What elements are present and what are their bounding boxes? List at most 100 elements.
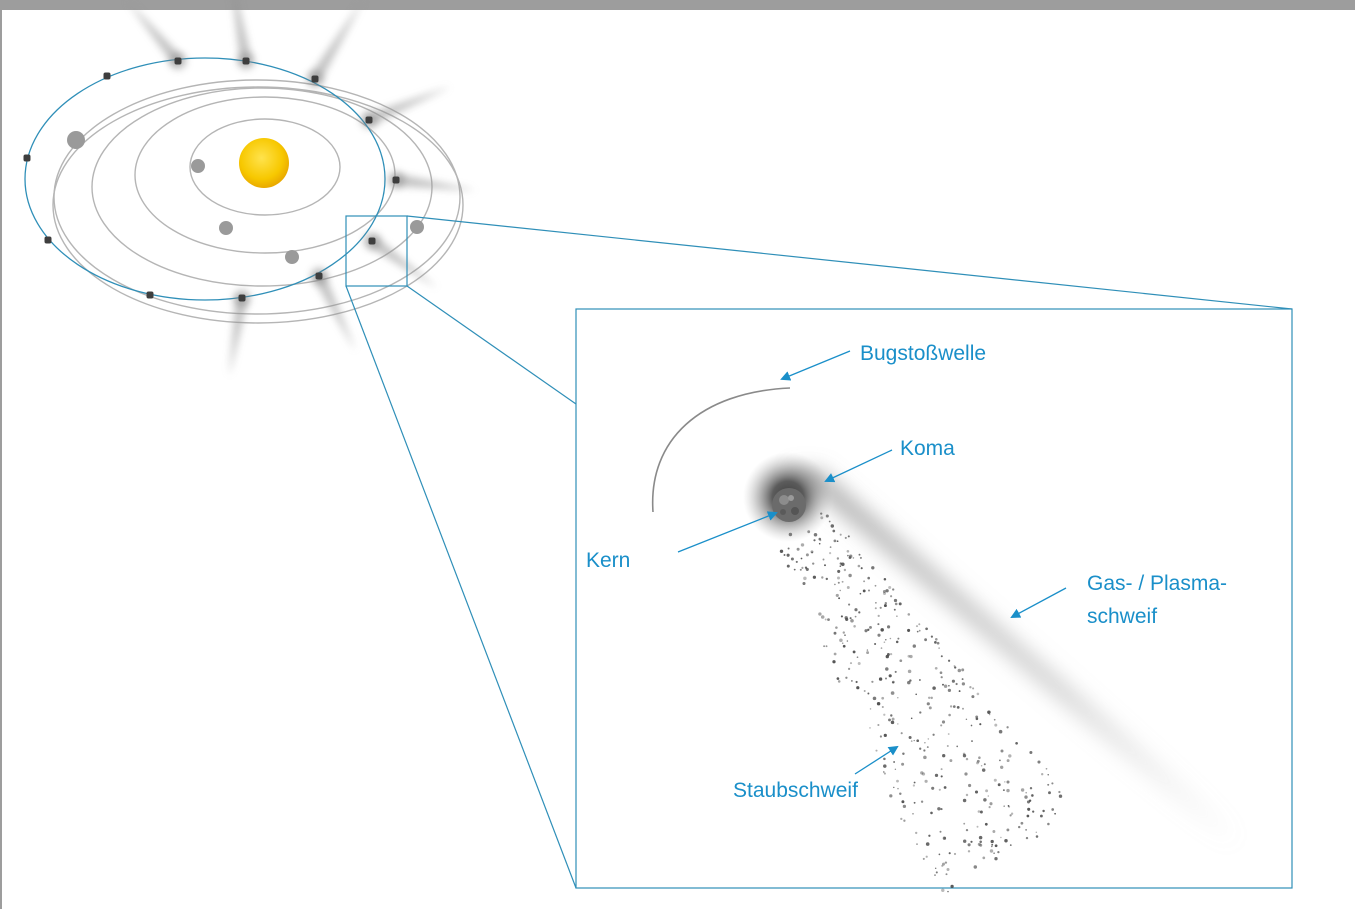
dust-particle	[992, 830, 996, 833]
comet-icon	[146, 291, 154, 299]
dust-particle	[1000, 765, 1004, 769]
dust-particle	[843, 568, 847, 572]
dust-particle	[1041, 773, 1044, 776]
dust-particle	[897, 723, 899, 725]
comet-positions	[23, 0, 477, 377]
dust-particle	[1007, 805, 1010, 807]
dust-particle	[915, 625, 919, 628]
dust-particle	[874, 584, 877, 587]
comet-tail	[366, 86, 452, 126]
dust-particle	[999, 759, 1001, 762]
dust-particle	[962, 707, 964, 710]
dust-particle	[943, 836, 947, 840]
dust-particle	[839, 638, 843, 643]
zoom-source-box	[345, 215, 408, 287]
dust-particle	[869, 708, 872, 710]
dust-particle	[928, 706, 932, 710]
dust-particle	[842, 631, 845, 634]
dust-particle	[857, 662, 861, 665]
dust-particle	[963, 839, 967, 843]
dust-particle	[946, 868, 950, 871]
dust-particle	[949, 705, 953, 708]
dust-particle	[877, 723, 880, 727]
dust-particle	[961, 682, 966, 686]
dust-particle	[947, 733, 950, 735]
dust-particle	[1029, 786, 1033, 790]
dust-particle	[825, 577, 828, 581]
dust-particle	[934, 874, 936, 876]
dust-particle	[940, 724, 943, 727]
bow-shock-arrow	[780, 350, 851, 381]
dust-particle	[927, 738, 930, 740]
dust-particle	[1058, 794, 1063, 798]
dust-particle	[883, 764, 887, 768]
dust-particle	[847, 554, 849, 557]
planet-icon	[67, 131, 85, 149]
dust-particle	[946, 744, 949, 748]
comet-tail	[309, 0, 364, 83]
bow-shock-arc	[651, 387, 791, 513]
dust-particle	[887, 625, 891, 629]
dust-particle	[979, 810, 983, 814]
dust-particle	[935, 638, 938, 641]
dust-particle	[835, 626, 838, 629]
dust-particle	[976, 759, 980, 763]
dust-particle	[804, 566, 808, 569]
dust-particle	[839, 565, 842, 567]
dust-particle	[971, 695, 975, 699]
dust-particle	[855, 680, 858, 684]
dust-particle	[874, 607, 877, 610]
dust-particle	[970, 724, 973, 727]
dust-particle	[837, 581, 840, 584]
dust-particle	[1004, 781, 1006, 783]
dust-particle	[1024, 795, 1028, 799]
dust-particle	[944, 861, 948, 864]
dust-particle	[942, 862, 945, 866]
comet-tail	[233, 0, 252, 63]
dust-particle	[895, 640, 899, 644]
dust-particle	[892, 588, 895, 591]
dust-particle	[983, 798, 987, 802]
dust-particle	[877, 614, 880, 618]
dust-particle	[1058, 790, 1061, 794]
dust-particle	[848, 556, 852, 559]
dust-particle	[907, 628, 911, 632]
dust-particle	[901, 800, 905, 804]
nucleus-arrow	[677, 511, 778, 553]
gas-plasma-tail	[790, 470, 1240, 845]
dust-particle	[859, 556, 862, 559]
dust-particle	[848, 573, 852, 578]
dust-particle	[820, 615, 825, 619]
dust-particle	[848, 603, 851, 606]
dust-particle	[893, 598, 898, 603]
dust-particle	[913, 781, 916, 784]
dust-particle	[837, 576, 840, 580]
dust-particle	[1028, 799, 1032, 802]
dust-particle	[935, 871, 938, 874]
dust-particle	[918, 629, 921, 632]
dust-particle	[1047, 774, 1049, 776]
dust-particle	[1039, 814, 1043, 818]
dust-particle	[937, 807, 941, 811]
dust-particle	[947, 659, 951, 662]
planet-icon	[219, 221, 233, 235]
dust-particle	[889, 794, 893, 798]
dust-particle	[888, 585, 892, 590]
bow-shock-label: Bugstoßwelle	[860, 342, 986, 365]
dust-particle	[934, 641, 937, 644]
dust-particle	[849, 662, 853, 665]
dust-particle	[923, 755, 927, 760]
dust-particle	[846, 640, 849, 642]
dust-particle	[953, 852, 957, 856]
dust-particle	[854, 608, 858, 612]
dust-particle	[812, 562, 815, 565]
dust-particle	[1006, 759, 1010, 763]
dust-particle	[793, 568, 796, 571]
dust-particle	[948, 685, 950, 687]
dust-particle	[783, 554, 786, 556]
dust-particle	[842, 644, 846, 648]
dust-particle	[818, 542, 821, 545]
dust-particle	[836, 677, 840, 680]
coma-arrow	[824, 449, 893, 483]
dust-particle	[934, 773, 939, 778]
